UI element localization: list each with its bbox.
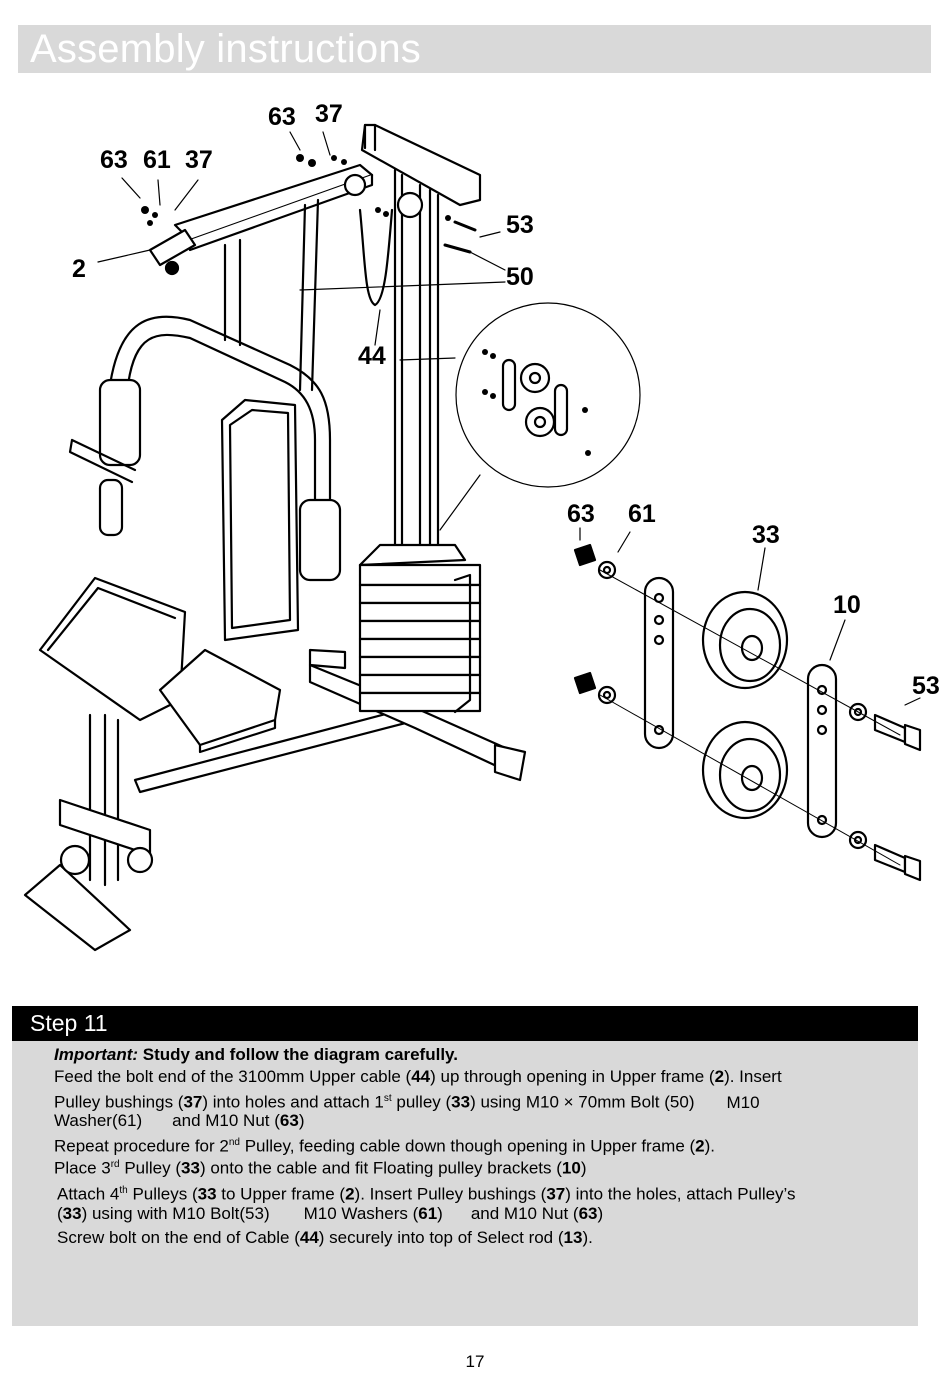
title-bar: Assembly instructions <box>18 25 931 73</box>
seat <box>158 648 282 747</box>
instruction-line-7: (33) using with M10 Bolt(53)M10 Washers … <box>57 1204 604 1223</box>
callout-53-exploded: 53 <box>912 672 940 700</box>
weight-stack <box>358 563 482 713</box>
callout-63-exploded: 63 <box>567 500 595 528</box>
step-instructions: Important: Study and follow the diagram … <box>12 1041 918 1326</box>
instruction-line-2: Pulley bushings (37) into holes and atta… <box>54 1092 760 1112</box>
instruction-line-4: Repeat procedure for 2nd Pulley, feeding… <box>54 1136 716 1156</box>
back-pad <box>220 398 300 642</box>
bottom-frame <box>133 703 427 794</box>
foot-plate <box>23 863 132 952</box>
arm-pad-right <box>298 498 342 582</box>
guide-rods <box>393 168 440 547</box>
callout-61-left: 61 <box>143 146 171 174</box>
callout-33: 33 <box>752 521 780 549</box>
instruction-line-8: Screw bolt on the end of Cable (44) secu… <box>57 1228 593 1247</box>
callout-61-exploded: 61 <box>628 500 656 528</box>
assembly-diagram: 63 37 63 61 37 2 53 50 44 63 61 33 10 53 <box>23 100 940 952</box>
important-label: Important: <box>54 1045 139 1064</box>
instruction-line-1: Feed the bolt end of the 3100mm Upper ca… <box>54 1067 782 1086</box>
step-label: Step 11 <box>30 1010 108 1036</box>
callout-53-top: 53 <box>506 211 534 239</box>
exploded-pulley-assembly <box>573 543 922 882</box>
instruction-line-3: Washer(61)and M10 Nut (63) <box>54 1111 305 1130</box>
callout-2: 2 <box>72 255 86 283</box>
callout-44: 44 <box>358 342 386 370</box>
callout-37-top: 37 <box>315 100 343 128</box>
callout-50: 50 <box>506 263 534 291</box>
callout-63-left: 63 <box>100 146 128 174</box>
upper-frame <box>173 163 374 242</box>
weight-stack-top <box>358 543 467 567</box>
cable <box>358 208 394 307</box>
page-title: Assembly instructions <box>30 27 421 71</box>
important-line: Important: Study and follow the diagram … <box>54 1045 458 1065</box>
important-text: Study and follow the diagram carefully. <box>142 1045 458 1064</box>
callout-37-left: 37 <box>185 146 213 174</box>
detail-inset <box>455 302 641 488</box>
step-header: Step 11 <box>12 1006 918 1041</box>
page-number: 17 <box>465 1352 485 1371</box>
press-arm <box>108 315 332 512</box>
instruction-line-6: Attach 4th Pulleys (33 to Upper frame (2… <box>57 1184 796 1204</box>
callout-63-top: 63 <box>268 103 296 131</box>
callout-10: 10 <box>833 591 861 619</box>
instruction-line-5: Place 3rd Pulley (33) onto the cable and… <box>54 1158 587 1178</box>
arm-pad-left <box>98 378 142 467</box>
preacher-pad <box>38 576 187 722</box>
